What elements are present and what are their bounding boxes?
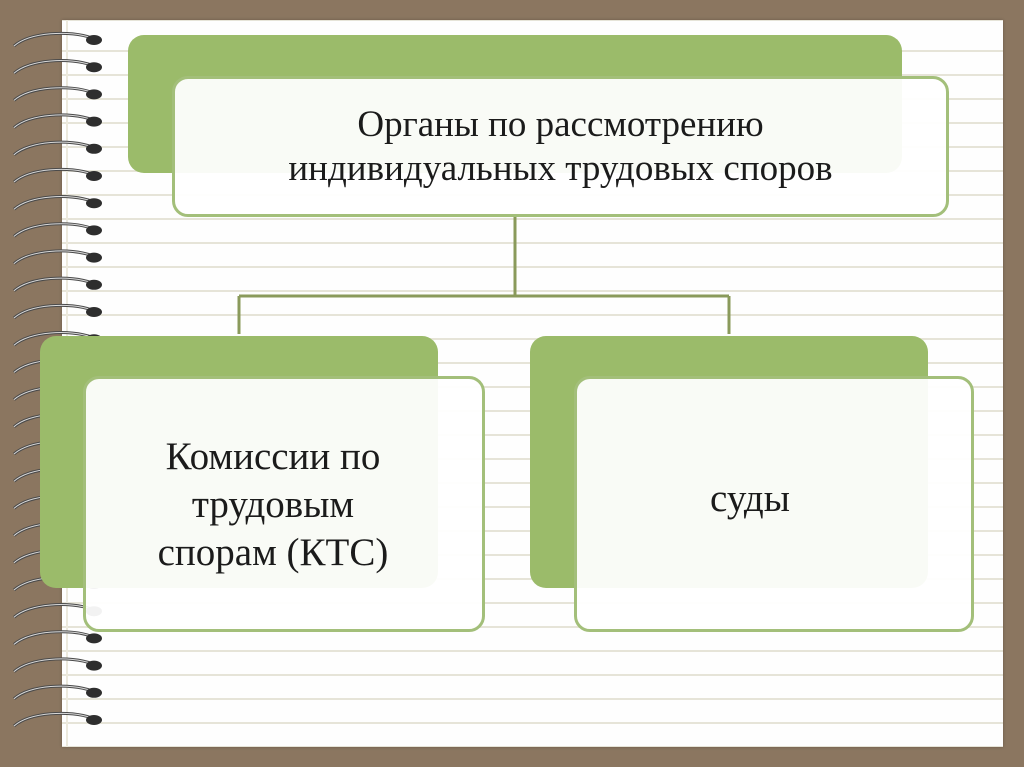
child-node-kts: Комиссии по трудовым спорам (КТС): [83, 376, 485, 632]
child-node-courts: суды: [574, 376, 974, 632]
child-node-courts-label: суды: [710, 476, 790, 520]
root-node-label: Органы по рассмотрению индивидуальных тр…: [288, 103, 833, 189]
root-node: Органы по рассмотрению индивидуальных тр…: [172, 76, 949, 217]
child-node-kts-label: Комиссии по трудовым спорам (КТС): [157, 435, 389, 574]
